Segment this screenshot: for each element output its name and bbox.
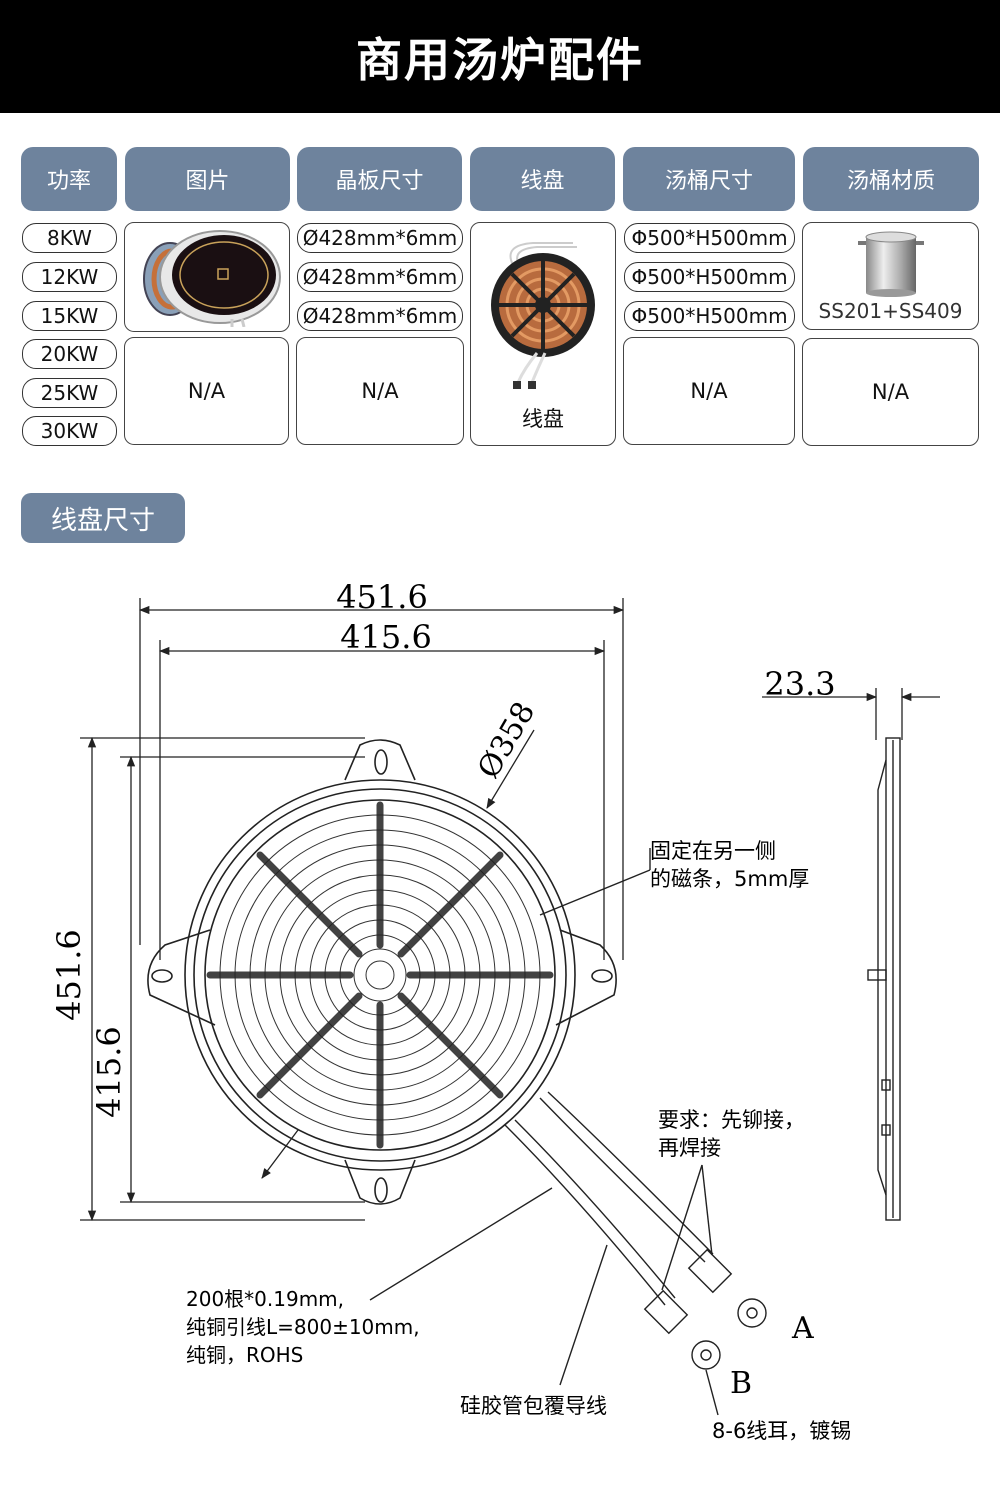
material-cell: SS201+SS409	[802, 222, 979, 330]
note-magnet-line1: 固定在另一侧	[650, 839, 776, 863]
header-plate-size: 晶板尺寸	[297, 147, 462, 211]
header-pot-size: 汤桶尺寸	[623, 147, 795, 211]
pot-size-na-cell: N/A	[623, 337, 795, 445]
pot-size-2: Φ500*H500mm	[624, 262, 795, 292]
note-wire-line1: 200根*0.19mm,	[186, 1287, 344, 1311]
power-20kw: 20KW	[22, 339, 117, 369]
note-requirement-line2: 再焊接	[658, 1136, 721, 1160]
dim-outer-height: 451.6	[50, 929, 88, 1021]
coil-caption: 线盘	[522, 407, 564, 431]
header-pot-material: 汤桶材质	[803, 147, 979, 211]
section-title: 线盘尺寸	[21, 493, 185, 543]
note-wire-line3: 纯铜，ROHS	[186, 1343, 303, 1367]
plate-image-cell	[124, 222, 290, 332]
plate-na-cell: N/A	[296, 337, 464, 445]
note-magnet-line2: 的磁条，5mm厚	[650, 867, 809, 891]
dim-diameter: Ø358	[471, 696, 542, 784]
note-lug: 8-6线耳，镀锡	[712, 1419, 851, 1443]
note-sleeve: 硅胶管包覆导线	[460, 1394, 607, 1418]
power-25kw: 25KW	[22, 378, 117, 408]
image-na-cell: N/A	[124, 337, 289, 445]
plate-size-2: Ø428mm*6mm	[297, 262, 463, 292]
pot-size-3: Φ500*H500mm	[624, 301, 795, 331]
plate-size-3: Ø428mm*6mm	[297, 301, 463, 331]
induction-plate-image	[143, 230, 281, 327]
note-requirement-line1: 要求：先铆接，	[658, 1108, 805, 1132]
title-banner: 商用汤炉配件	[0, 0, 1000, 113]
material-na-cell: N/A	[802, 338, 979, 446]
dim-inner-height: 415.6	[90, 1026, 128, 1118]
stock-pot-image	[857, 231, 924, 297]
power-30kw: 30KW	[22, 416, 117, 446]
dim-outer-width: 451.6	[336, 578, 428, 616]
dim-thickness: 23.3	[764, 665, 835, 703]
dim-inner-width: 415.6	[340, 618, 432, 656]
label-b: B	[730, 1366, 752, 1401]
coil-technical-drawing: 451.6 415.6 23.3 451.6 415.6 Ø358 固定在另一侧…	[50, 578, 940, 1443]
header-image: 图片	[125, 147, 290, 211]
pot-size-1: Φ500*H500mm	[624, 223, 795, 253]
power-8kw: 8KW	[22, 223, 117, 253]
coil-cell: 线盘	[470, 222, 616, 446]
coil-image	[491, 242, 595, 389]
page-title: 商用汤炉配件	[356, 32, 644, 87]
note-wire-line2: 纯铜引线L=800±10mm,	[186, 1315, 420, 1339]
header-power: 功率	[21, 147, 117, 211]
header-coil: 线盘	[470, 147, 615, 211]
power-12kw: 12KW	[22, 262, 117, 292]
plate-size-1: Ø428mm*6mm	[297, 223, 463, 253]
power-15kw: 15KW	[22, 301, 117, 331]
material-text: SS201+SS409	[818, 299, 963, 323]
label-a: A	[791, 1311, 814, 1346]
